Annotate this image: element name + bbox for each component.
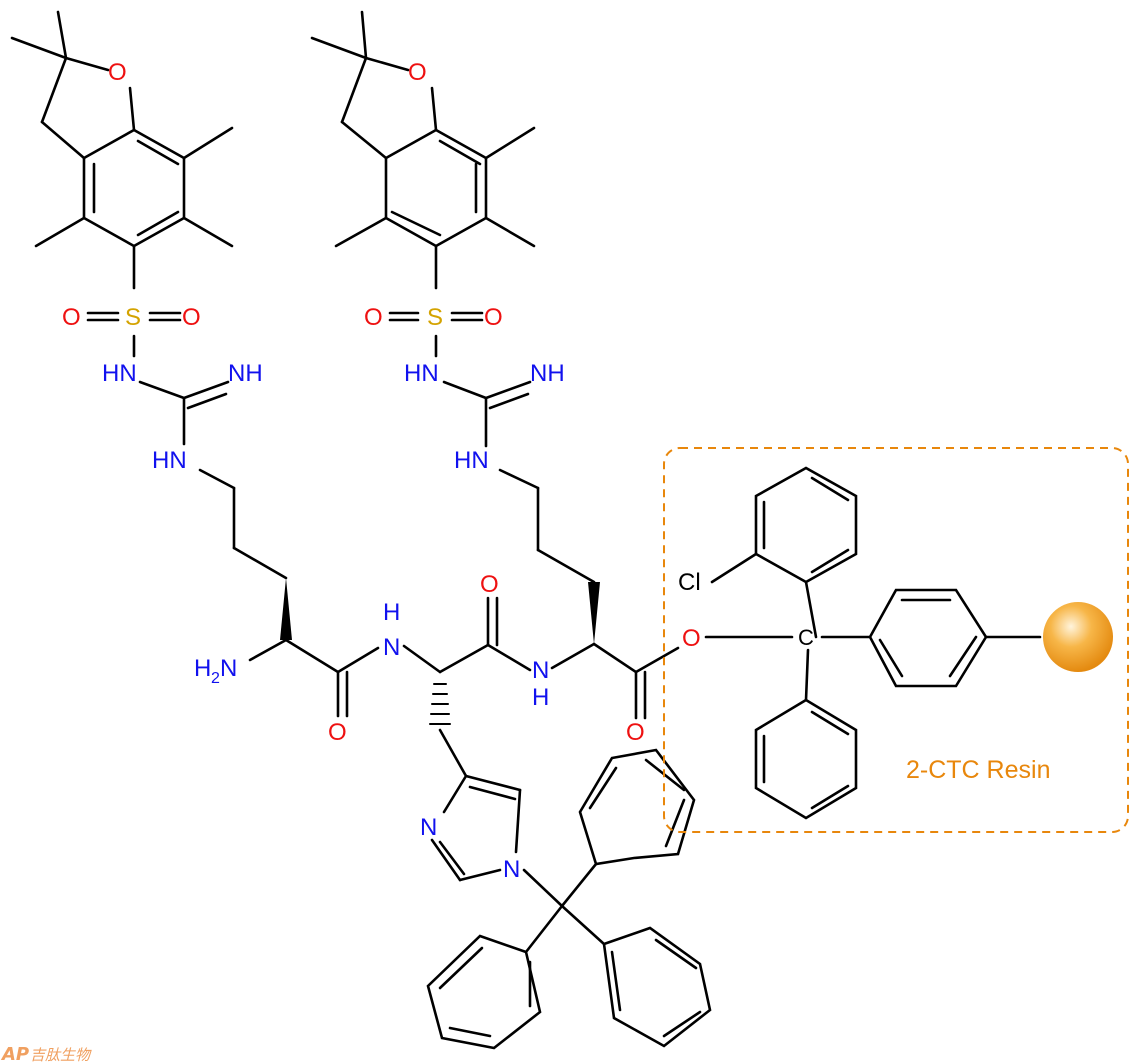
atom-hn-right-1: HN	[404, 360, 439, 387]
atom-h-amide-1: H	[383, 599, 400, 626]
atom-o-carbonyl-1: O	[328, 719, 347, 746]
atom-h-amide-2: H	[532, 684, 549, 711]
resin-bead	[1043, 602, 1113, 672]
atom-hn-left-1: HN	[102, 360, 137, 387]
peptide-backbone	[248, 578, 794, 720]
atom-n-imidazole-2: N	[503, 856, 520, 883]
atom-o-ring-left: O	[108, 59, 127, 86]
atom-h2n-n: N	[220, 655, 237, 682]
atom-o-carbonyl-2: O	[480, 571, 499, 598]
atom-o-right-2: O	[484, 304, 503, 331]
arginine-side-chain-right	[310, 10, 596, 584]
atom-o-right-1: O	[364, 304, 383, 331]
watermark-ap: AP	[0, 1044, 29, 1064]
resin-box	[663, 447, 1129, 833]
pbf-group-left	[10, 10, 288, 580]
atom-h2n-sub: 2	[211, 670, 220, 687]
resin-label: 2-CTC Resin	[906, 756, 1050, 784]
atom-h2n: H 2 N	[194, 655, 237, 687]
watermark: AP 吉肽生物	[0, 1044, 92, 1064]
atom-o-ester: O	[682, 625, 701, 652]
atom-nh-left: NH	[228, 360, 263, 387]
atom-o-ring-right: O	[408, 59, 427, 86]
atom-s-left: S	[125, 304, 141, 331]
atom-o-left-2: O	[182, 304, 201, 331]
atom-o-left-1: O	[62, 304, 81, 331]
atom-n-amide-2: N	[532, 657, 549, 684]
atom-nh-right: NH	[530, 360, 565, 387]
atom-cl: Cl	[678, 569, 701, 596]
histidine-side-chain	[429, 683, 564, 908]
watermark-company: 吉肽生物	[30, 1046, 92, 1064]
atom-c-trityl: C	[798, 625, 814, 650]
atom-n-amide-1: N	[383, 634, 400, 661]
trityl-group	[426, 748, 712, 1050]
atom-hn-left-2: HN	[152, 447, 187, 474]
ctc-linker	[710, 466, 1042, 820]
atom-hn-right-2: HN	[454, 447, 489, 474]
atom-s-right: S	[427, 304, 443, 331]
atom-o-carbonyl-3: O	[626, 719, 645, 746]
atom-n-imidazole-1: N	[420, 814, 437, 841]
atom-h2n-h: H	[194, 655, 211, 682]
